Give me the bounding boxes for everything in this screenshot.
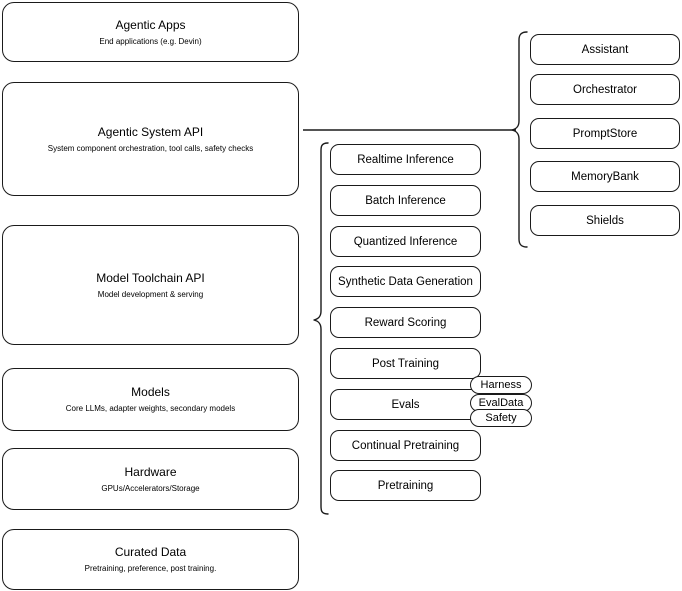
layer-title: Curated Data: [114, 545, 187, 559]
toolchain-item-label: Reward Scoring: [364, 316, 447, 329]
layer-title: Agentic System API: [97, 124, 204, 139]
toolchain-item-label: Continual Pretraining: [351, 439, 460, 452]
layer-title: Models: [131, 385, 170, 399]
system-item-orchestrator[interactable]: Orchestrator: [530, 74, 680, 105]
toolchain-item-quantized-inference[interactable]: Quantized Inference: [330, 226, 481, 257]
toolchain-item-batch-inference[interactable]: Batch Inference: [330, 185, 481, 216]
system-item-label: Shields: [586, 214, 624, 227]
layer-subtitle: Pretraining, preference, post training.: [84, 564, 217, 573]
toolchain-item-label: Synthetic Data Generation: [338, 275, 473, 288]
system-item-label: Assistant: [581, 43, 629, 56]
eval-subcomponent-label: Safety: [485, 412, 517, 424]
system-item-promptstore[interactable]: PromptStore: [530, 118, 680, 149]
layer-model-toolchain-api[interactable]: Model Toolchain API Model development & …: [2, 225, 299, 345]
toolchain-item-label: Quantized Inference: [353, 235, 458, 248]
layer-title: Model Toolchain API: [96, 270, 205, 285]
system-item-memorybank[interactable]: MemoryBank: [530, 161, 680, 192]
eval-subcomponent-safety[interactable]: Safety: [470, 409, 532, 427]
toolchain-item-realtime-inference[interactable]: Realtime Inference: [330, 144, 481, 175]
system-item-shields[interactable]: Shields: [530, 205, 680, 236]
eval-subcomponent-label: Harness: [480, 379, 522, 391]
toolchain-item-evals[interactable]: Evals: [330, 389, 481, 420]
layer-subtitle: System component orchestration, tool cal…: [47, 143, 254, 153]
toolchain-item-label: Evals: [391, 398, 420, 411]
layer-subtitle: Model development & serving: [97, 289, 204, 299]
toolchain-item-pretraining[interactable]: Pretraining: [330, 470, 481, 501]
eval-subcomponent-harness[interactable]: Harness: [470, 376, 532, 394]
layer-models[interactable]: Models Core LLMs, adapter weights, secon…: [2, 368, 299, 431]
toolchain-item-continual-pretraining[interactable]: Continual Pretraining: [330, 430, 481, 461]
toolchain-item-reward-scoring[interactable]: Reward Scoring: [330, 307, 481, 338]
system-item-assistant[interactable]: Assistant: [530, 34, 680, 65]
layer-agentic-system-api[interactable]: Agentic System API System component orch…: [2, 82, 299, 196]
toolchain-brace-icon: [313, 142, 329, 515]
system-item-label: PromptStore: [572, 127, 638, 140]
layer-agentic-apps[interactable]: Agentic Apps End applications (e.g. Devi…: [2, 2, 299, 62]
layer-hardware[interactable]: Hardware GPUs/Accelerators/Storage: [2, 448, 299, 510]
toolchain-item-label: Post Training: [371, 357, 440, 370]
toolchain-item-post-training[interactable]: Post Training: [330, 348, 481, 379]
system-brace-icon: [511, 31, 528, 248]
toolchain-item-synthetic-data-generation[interactable]: Synthetic Data Generation: [330, 266, 481, 297]
eval-subcomponent-label: EvalData: [478, 397, 524, 409]
toolchain-item-label: Pretraining: [377, 479, 434, 492]
toolchain-item-label: Realtime Inference: [357, 153, 454, 166]
system-item-label: Orchestrator: [573, 83, 637, 96]
toolchain-item-label: Batch Inference: [365, 194, 446, 207]
layer-subtitle: GPUs/Accelerators/Storage: [101, 483, 200, 493]
layer-subtitle: Core LLMs, adapter weights, secondary mo…: [65, 404, 236, 413]
layer-subtitle: End applications (e.g. Devin): [99, 36, 202, 46]
layer-curated-data[interactable]: Curated Data Pretraining, preference, po…: [2, 529, 299, 590]
system-item-label: MemoryBank: [571, 170, 639, 183]
layer-title: Agentic Apps: [115, 17, 186, 32]
layer-title: Hardware: [124, 464, 177, 479]
